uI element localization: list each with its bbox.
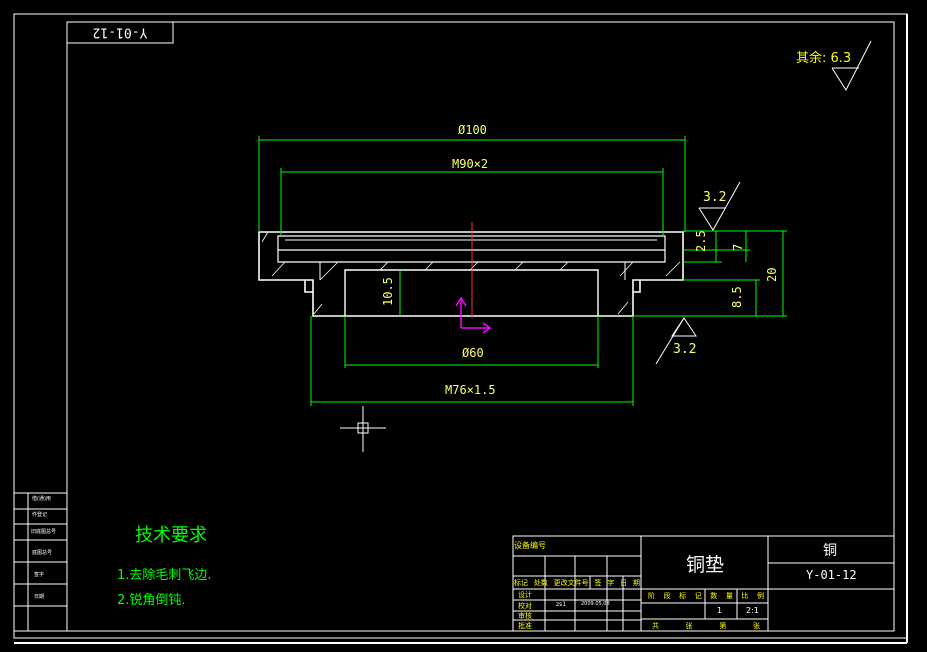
info-h-5: 量 bbox=[725, 592, 733, 600]
surface-rest-label: 其余: 6.3 bbox=[796, 50, 851, 66]
bottom-h-3: 张 bbox=[752, 622, 760, 630]
dim-m76: M76×1.5 bbox=[445, 383, 496, 397]
rotated-code-box: Y-01-12 bbox=[66, 21, 174, 44]
dim-7: 7 bbox=[731, 243, 745, 251]
roughness-symbol-rest bbox=[831, 40, 872, 92]
drawing-code: Y-01-12 bbox=[806, 568, 857, 582]
info-h-2: 标 bbox=[679, 592, 687, 600]
row-label-review: 审核 bbox=[518, 612, 532, 620]
rev-h-4: 字 bbox=[607, 579, 615, 587]
row-label-check: 校对 bbox=[518, 602, 532, 610]
surface-roughness-note: 其余: 6.3 bbox=[796, 40, 872, 92]
dim-8-5: 8.5 bbox=[730, 286, 744, 308]
info-h-0: 阶 bbox=[648, 592, 655, 600]
design-name: zs1 bbox=[556, 601, 567, 608]
info-h-1: 段 bbox=[663, 592, 671, 600]
dim-2-5: 2.5 bbox=[694, 230, 708, 252]
bottom-h-1: 张 bbox=[685, 622, 693, 630]
left-strip-1: 件登记 bbox=[32, 512, 48, 518]
rev-h-6: 期 bbox=[632, 579, 640, 587]
tech-item-1: 1.去除毛刺飞边. bbox=[117, 568, 212, 583]
info-h-6: 比 bbox=[741, 592, 749, 600]
row-label-design: 设计 bbox=[518, 591, 532, 599]
design-no-label: 设备编号 bbox=[514, 541, 546, 550]
rev-h-1: 处数 bbox=[533, 579, 548, 587]
dim-dia100: Ø100 bbox=[458, 123, 487, 137]
bottom-h-0: 共 bbox=[652, 622, 659, 630]
design-date: 2009.05.08 bbox=[581, 601, 610, 607]
cursor-crosshair-icon bbox=[340, 406, 386, 452]
quantity: 1 bbox=[717, 606, 723, 615]
left-strip-0: 借(通)用 bbox=[32, 496, 51, 502]
rev-h-0: 标记 bbox=[514, 579, 528, 587]
dim-10-5: 10.5 bbox=[381, 277, 395, 306]
rev-h-3: 签 bbox=[594, 579, 602, 587]
row-label-approve: 批准 bbox=[518, 622, 532, 630]
info-header-row: 阶 段 标 记 数 量 比 例 bbox=[648, 591, 764, 602]
material: 铜 bbox=[823, 543, 837, 559]
tech-item-2: 2.锐角倒钝. bbox=[117, 593, 186, 608]
left-strip-4: 签字 bbox=[34, 572, 45, 578]
part-name: 铜垫 bbox=[686, 554, 725, 576]
dim-roughness-bottom: 3.2 bbox=[673, 342, 697, 357]
drawing-border bbox=[13, 13, 908, 644]
dim-20: 20 bbox=[765, 267, 779, 282]
rev-h-5: 日 bbox=[620, 579, 628, 587]
dim-dia60: Ø60 bbox=[462, 346, 484, 360]
dimension-lines bbox=[258, 136, 787, 406]
scale: 2:1 bbox=[746, 606, 759, 615]
rev-header-row: 标记 处数 更改文件号 签 字 日 期 bbox=[514, 578, 640, 589]
roughness-symbols bbox=[655, 181, 741, 365]
dim-m90: M90×2 bbox=[452, 157, 489, 171]
info-h-7: 例 bbox=[756, 592, 764, 600]
title-block-grid bbox=[512, 535, 895, 632]
left-strip-3: 底图总号 bbox=[32, 550, 53, 556]
part-outline bbox=[258, 231, 684, 317]
info-h-4: 数 bbox=[710, 592, 718, 600]
bottom-header-row: 共 张 第 张 bbox=[652, 621, 760, 631]
rotated-code-text: Y-01-12 bbox=[93, 25, 148, 40]
left-strip-2: 旧底图总号 bbox=[31, 529, 57, 535]
bottom-h-2: 第 bbox=[719, 622, 727, 630]
tech-title: 技术要求 bbox=[135, 525, 207, 546]
info-h-3: 记 bbox=[694, 592, 702, 600]
left-strip-5: 日期 bbox=[34, 594, 45, 600]
rev-h-2: 更改文件号 bbox=[553, 579, 589, 587]
left-strip bbox=[13, 492, 68, 632]
dim-roughness-top: 3.2 bbox=[703, 190, 727, 205]
section-hatching bbox=[261, 231, 681, 315]
ucs-icon bbox=[455, 296, 492, 334]
